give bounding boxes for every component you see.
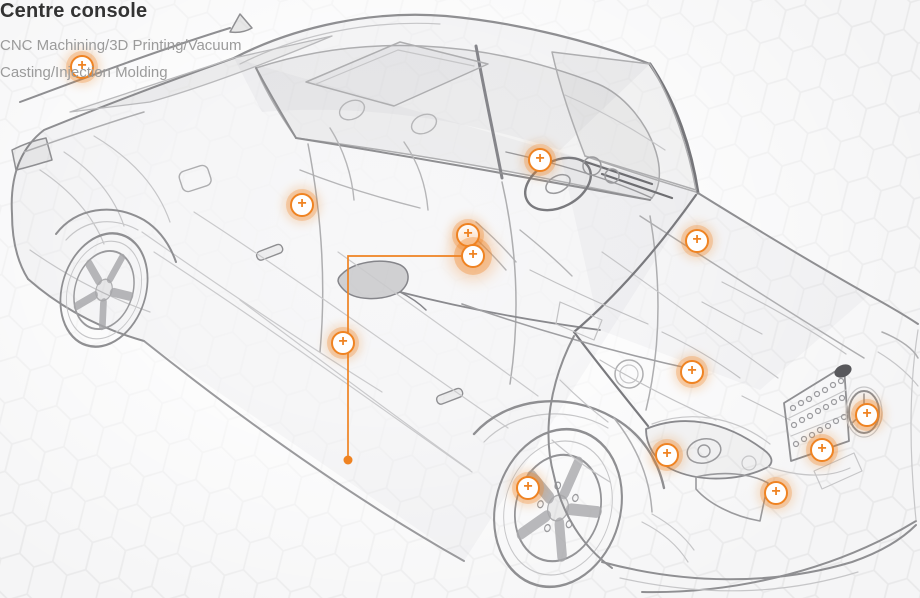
plus-icon: + [771, 483, 781, 500]
plus-icon: + [662, 445, 672, 462]
plus-icon: + [862, 405, 872, 422]
hotspot-marker[interactable]: + [290, 193, 314, 217]
plus-icon: + [338, 333, 348, 350]
hotspot-marker[interactable]: + [528, 148, 552, 172]
hotspot-marker[interactable]: + [855, 403, 879, 427]
plus-icon: + [463, 225, 473, 242]
hotspot-marker[interactable]: + [764, 481, 788, 505]
hotspot-marker[interactable]: + [655, 443, 679, 467]
hotspot-marker[interactable]: + [680, 360, 704, 384]
hotspot-marker-active[interactable]: + [461, 244, 485, 268]
hotspot-marker[interactable]: + [810, 438, 834, 462]
hood-badge [834, 364, 852, 378]
plus-icon: + [535, 150, 545, 167]
hotspot-marker[interactable]: + [331, 331, 355, 355]
callout-subtitle-line1: CNC Machining/3D Printing/Vacuum [0, 37, 242, 54]
plus-icon: + [692, 231, 702, 248]
plus-icon: + [687, 362, 697, 379]
callout: Centre console CNC Machining/3D Printing… [0, 0, 320, 86]
callout-subtitle: CNC Machining/3D Printing/Vacuum Casting… [0, 32, 320, 86]
hotspot-marker[interactable]: + [456, 223, 480, 247]
plus-icon: + [468, 246, 478, 263]
hotspot-marker[interactable]: + [685, 229, 709, 253]
hotspot-marker[interactable]: + [516, 476, 540, 500]
callout-subtitle-line2: Casting/Injection Molding [0, 64, 168, 81]
plus-icon: + [297, 195, 307, 212]
plus-icon: + [817, 440, 827, 457]
callout-title: Centre console [0, 0, 148, 22]
plus-icon: + [523, 478, 533, 495]
